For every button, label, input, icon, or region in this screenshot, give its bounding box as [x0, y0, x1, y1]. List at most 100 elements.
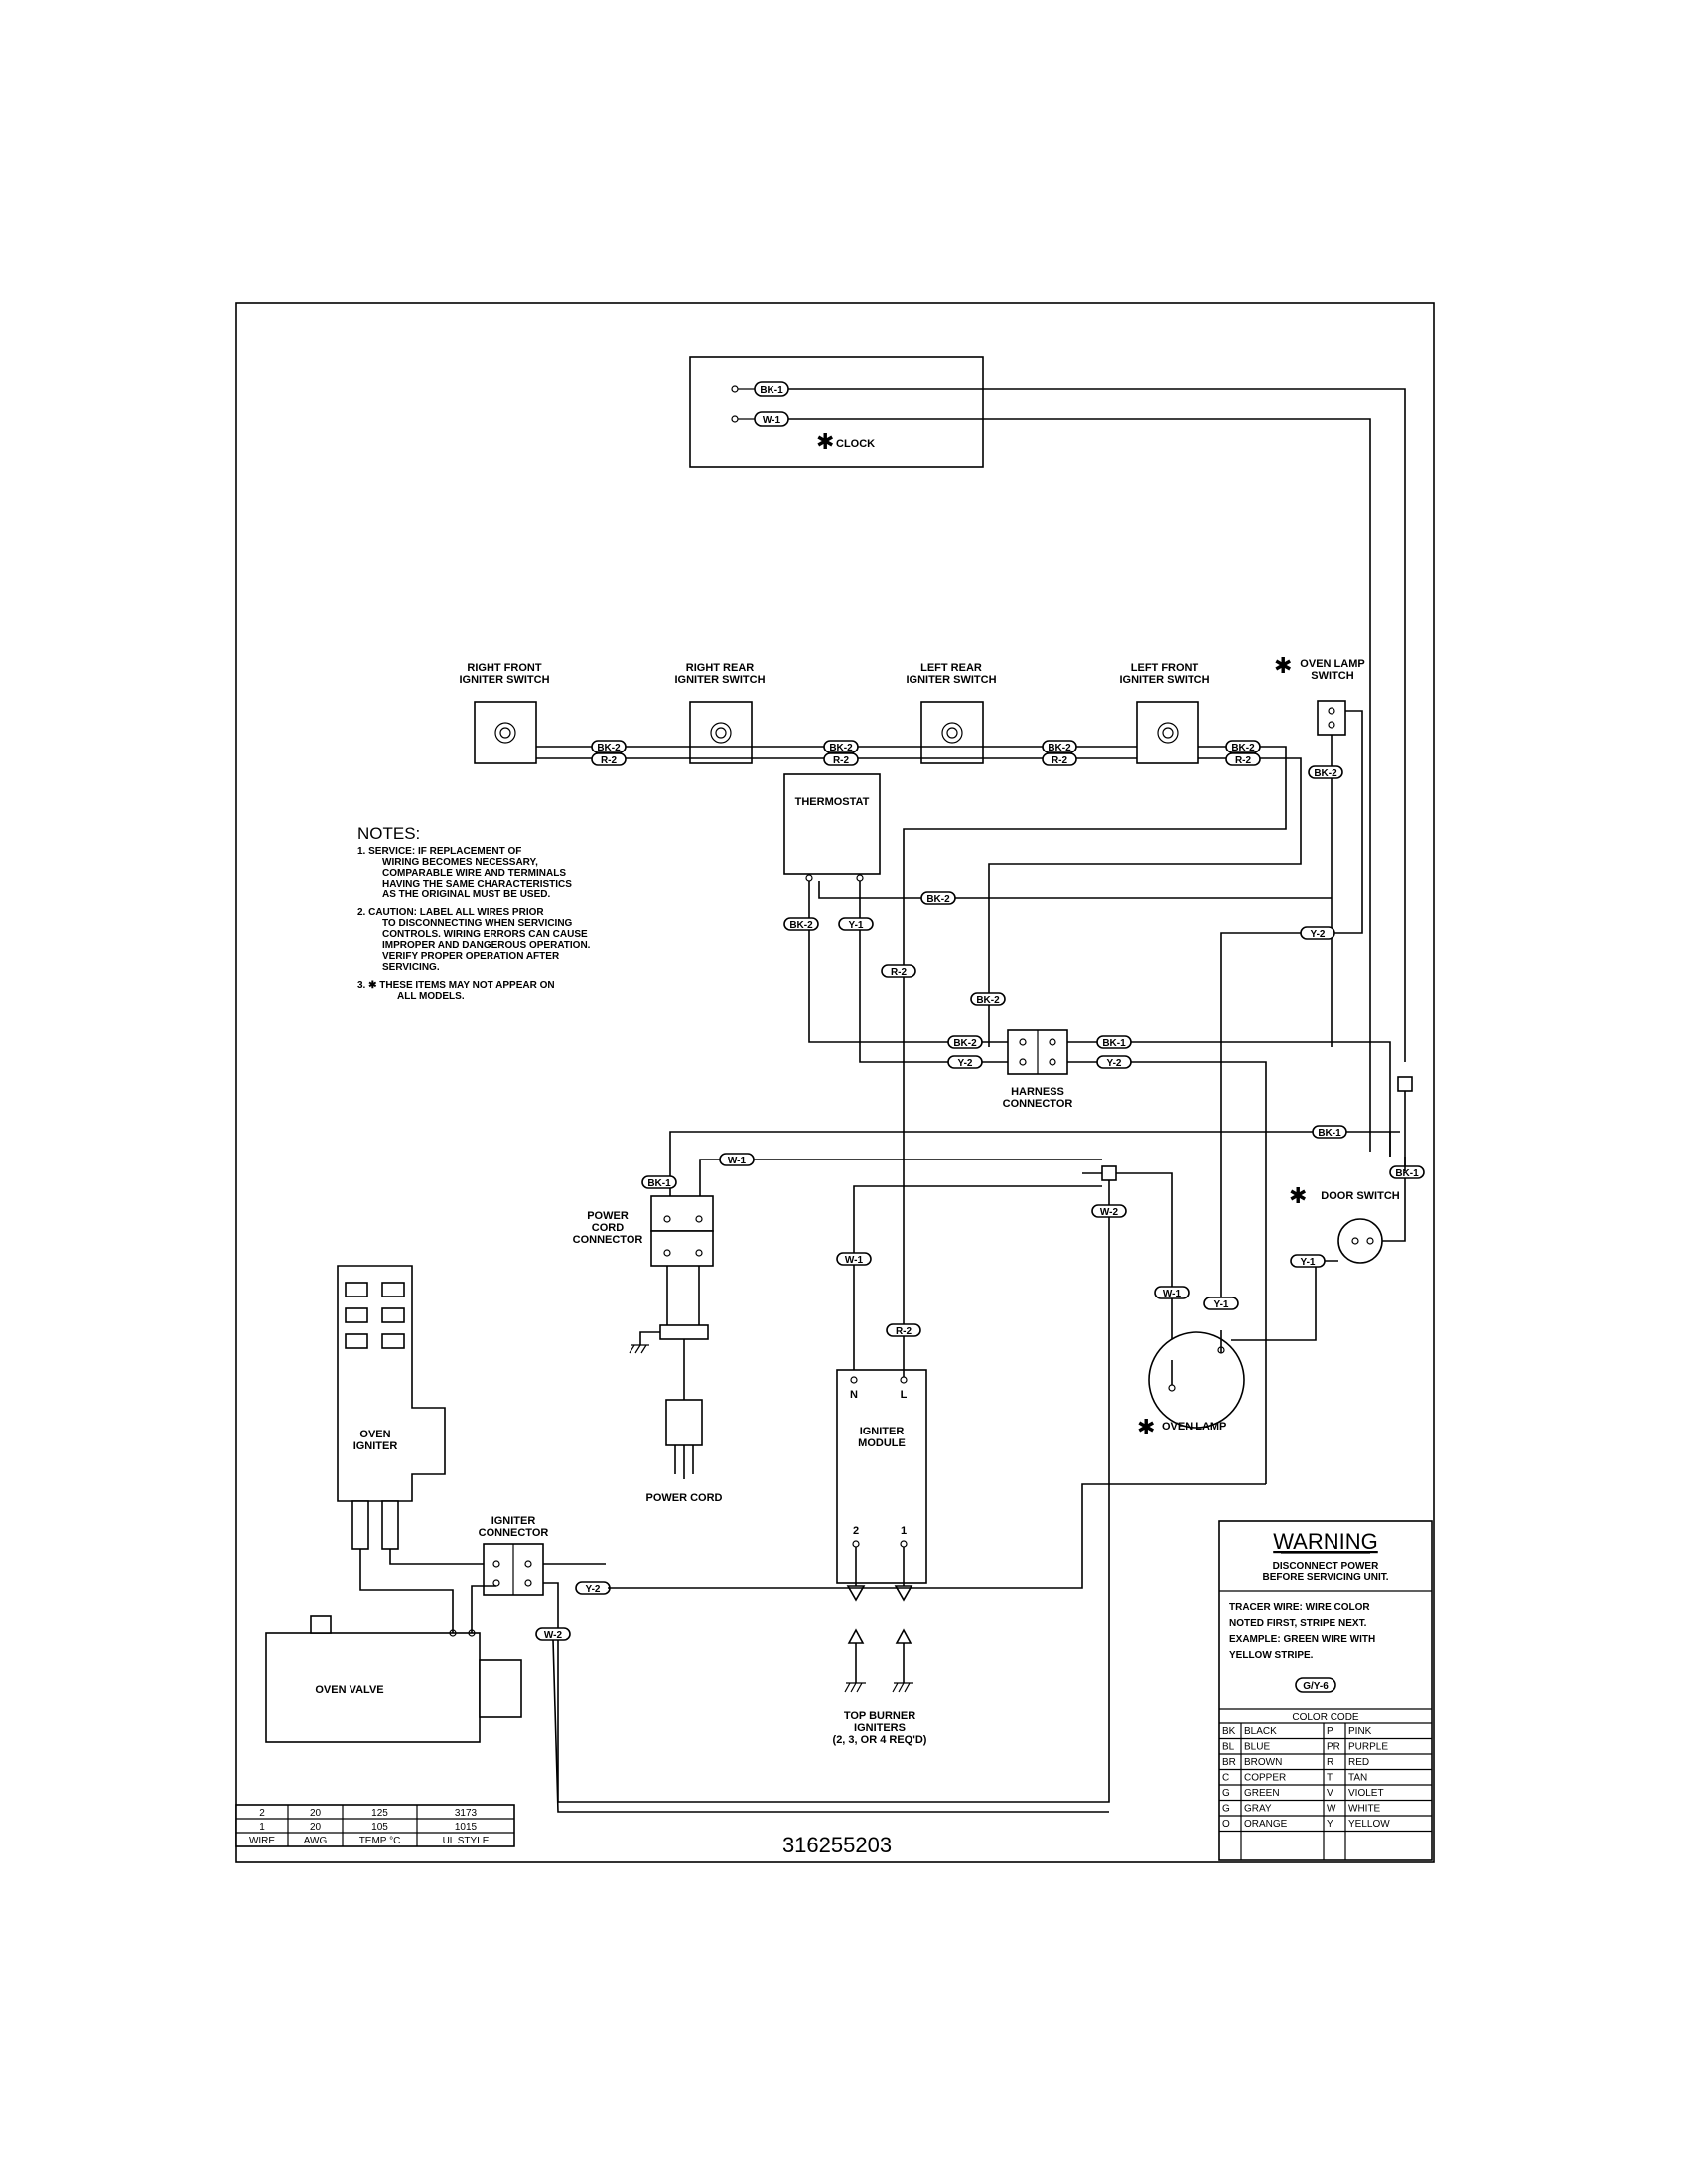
- oven-lamp-switch-label-2: SWITCH: [1311, 670, 1353, 682]
- svg-text:SERVICING.: SERVICING.: [382, 962, 440, 973]
- top-burner-label-1: TOP BURNER: [844, 1710, 915, 1722]
- svg-text:BK-2: BK-2: [953, 1038, 977, 1049]
- svg-text:R-2: R-2: [1052, 755, 1068, 766]
- harness-connector: [1007, 1029, 1068, 1075]
- wire-table-cell: 3173: [455, 1808, 478, 1819]
- color-code-cell: WHITE: [1348, 1804, 1381, 1815]
- color-code-cell: BLACK: [1244, 1726, 1277, 1737]
- color-code-cell: ORANGE: [1244, 1819, 1288, 1830]
- svg-text:BK-1: BK-1: [1102, 1038, 1126, 1049]
- switch-label-left-front-1: LEFT FRONT: [1131, 662, 1199, 674]
- color-code-row: O ORANGE Y YELLOW: [1219, 1819, 1432, 1833]
- svg-text:R-2: R-2: [601, 755, 618, 766]
- power-cord-label: POWER CORD: [646, 1492, 723, 1504]
- color-code-cell: R: [1327, 1757, 1333, 1768]
- svg-text:BK-2: BK-2: [1048, 743, 1071, 753]
- svg-text:NOTED FIRST, STRIPE NEXT.: NOTED FIRST, STRIPE NEXT.: [1229, 1618, 1367, 1629]
- color-code-cell: YELLOW: [1348, 1819, 1390, 1830]
- switch-label-right-front-2: IGNITER SWITCH: [459, 674, 549, 686]
- wire-table-cell: 20: [310, 1822, 322, 1833]
- notes-block: NOTES: 1. SERVICE: IF REPLACEMENT OF WIR…: [357, 824, 591, 1002]
- door-switch-label: DOOR SWITCH: [1321, 1190, 1399, 1202]
- svg-text:YELLOW STRIPE.: YELLOW STRIPE.: [1229, 1650, 1314, 1661]
- svg-text:G/Y-6: G/Y-6: [1303, 1681, 1329, 1692]
- svg-text:N: N: [850, 1389, 858, 1401]
- clock-label: CLOCK: [836, 438, 875, 450]
- svg-text:Y-2: Y-2: [957, 1058, 972, 1069]
- svg-text:IMPROPER AND DANGEROUS OPERATI: IMPROPER AND DANGEROUS OPERATION.: [382, 940, 591, 951]
- igniter-connector-label-1: IGNITER: [491, 1515, 536, 1527]
- color-code-cell: C: [1222, 1773, 1229, 1784]
- switch-right-rear: [689, 701, 753, 764]
- oven-lamp-switch-label-1: OVEN LAMP: [1300, 658, 1364, 670]
- clock-tag-bk1: BK-1: [760, 385, 783, 396]
- svg-text:Y-1: Y-1: [848, 920, 863, 931]
- color-code-cell: RED: [1348, 1757, 1369, 1768]
- svg-text:BK-1: BK-1: [1318, 1128, 1341, 1139]
- color-code-cell: T: [1327, 1773, 1333, 1784]
- svg-text:Y-2: Y-2: [1106, 1058, 1121, 1069]
- svg-text:WIRING BECOMES NECESSARY,: WIRING BECOMES NECESSARY,: [382, 857, 538, 868]
- svg-text:HAVING THE SAME CHARACTERISTIC: HAVING THE SAME CHARACTERISTICS: [382, 879, 572, 889]
- svg-text:BK-2: BK-2: [789, 920, 813, 931]
- wire-table-cell: 125: [371, 1808, 388, 1819]
- svg-text:W-1: W-1: [1163, 1289, 1182, 1299]
- color-code-cell: Y: [1327, 1819, 1333, 1830]
- svg-text:BK-2: BK-2: [976, 995, 1000, 1006]
- color-code-title: COLOR CODE: [1292, 1712, 1359, 1723]
- color-code-cell: BL: [1222, 1742, 1235, 1753]
- svg-text:Y-1: Y-1: [1213, 1299, 1228, 1310]
- svg-text:W-1: W-1: [728, 1156, 747, 1166]
- thermostat-label: THERMOSTAT: [795, 796, 870, 808]
- svg-text:Y-1: Y-1: [1300, 1257, 1315, 1268]
- oven-valve-label: OVEN VALVE: [315, 1684, 383, 1696]
- svg-text:R-2: R-2: [896, 1326, 912, 1337]
- color-code-cell: G: [1222, 1804, 1230, 1815]
- svg-text:BEFORE SERVICING UNIT.: BEFORE SERVICING UNIT.: [1262, 1572, 1388, 1583]
- svg-text:L: L: [901, 1389, 908, 1401]
- harness-connector-label-1: HARNESS: [1011, 1086, 1064, 1098]
- color-code-cell: GRAY: [1244, 1804, 1272, 1815]
- wire-table-cell: UL STYLE: [443, 1836, 490, 1846]
- color-code-cell: O: [1222, 1819, 1230, 1830]
- door-switch: [1337, 1218, 1383, 1264]
- svg-text:DISCONNECT POWER: DISCONNECT POWER: [1273, 1561, 1379, 1571]
- svg-text:COMPARABLE WIRE AND TERMINALS: COMPARABLE WIRE AND TERMINALS: [382, 868, 566, 879]
- switch-label-right-front-1: RIGHT FRONT: [467, 662, 541, 674]
- igniter-module-label-2: MODULE: [858, 1437, 906, 1449]
- power-cord-connector-label-1: POWER: [587, 1210, 629, 1222]
- oven-lamp-switch: [1317, 700, 1346, 736]
- wire-table-cell: 1015: [455, 1822, 478, 1833]
- color-code-cell: TAN: [1348, 1773, 1367, 1784]
- oven-valve: [265, 1615, 522, 1743]
- svg-text:VERIFY PROPER OPERATION AFTER: VERIFY PROPER OPERATION AFTER: [382, 951, 560, 962]
- clock-star-icon: ✱: [816, 430, 834, 455]
- svg-text:W-1: W-1: [845, 1255, 864, 1266]
- top-burner-label-2: IGNITERS: [854, 1722, 906, 1734]
- svg-text:BK-2: BK-2: [1231, 743, 1255, 753]
- svg-text:2: 2: [853, 1525, 859, 1537]
- color-code-cell: V: [1327, 1788, 1333, 1799]
- power-cord-connector-label-2: CORD: [592, 1222, 624, 1234]
- svg-text:Y-2: Y-2: [585, 1584, 600, 1595]
- color-code-cell: G: [1222, 1788, 1230, 1799]
- oven-lamp-star-icon: ✱: [1137, 1416, 1155, 1440]
- color-code-cell: BR: [1222, 1757, 1236, 1768]
- switch-right-front: [474, 701, 537, 764]
- wire-table-cell: AWG: [304, 1836, 328, 1846]
- color-code-cell: GREEN: [1244, 1788, 1280, 1799]
- warning-title: WARNING: [1273, 1529, 1378, 1554]
- svg-text:BK-2: BK-2: [597, 743, 621, 753]
- color-code-cell: BLUE: [1244, 1742, 1270, 1753]
- svg-text:R-2: R-2: [891, 967, 908, 978]
- svg-text:TO DISCONNECTING WHEN SERVICIN: TO DISCONNECTING WHEN SERVICING: [382, 918, 573, 929]
- wire-table-cell: WIRE: [249, 1836, 275, 1846]
- top-burner-igniters: [844, 1628, 913, 1693]
- center-junction: [1101, 1165, 1117, 1181]
